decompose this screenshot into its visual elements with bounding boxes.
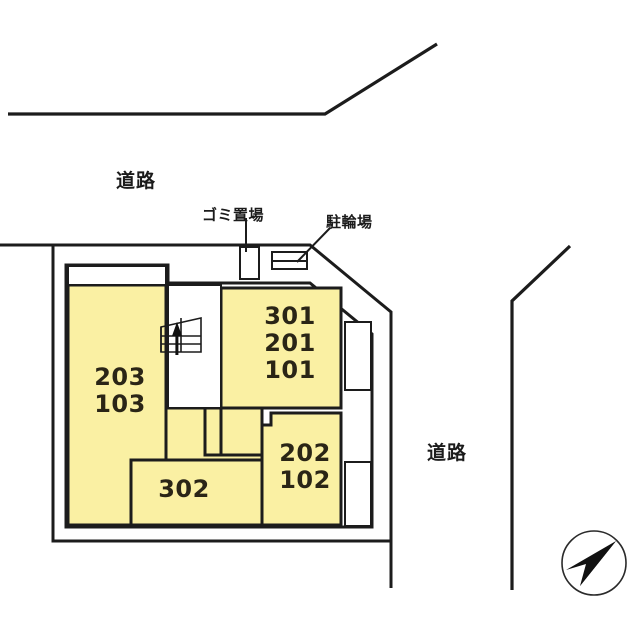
balcony-east-lower — [344, 461, 372, 527]
unit-label-301-201-101: 301 201 101 — [264, 302, 316, 384]
label-bicycle-parking: 駐輪場 — [326, 213, 373, 231]
unit-label-302: 302 — [158, 475, 210, 503]
site-boundary — [0, 243, 393, 588]
east-road-boundary-line — [510, 244, 572, 590]
bicycle-parking-shape — [271, 227, 331, 270]
north-arrow-compass — [561, 530, 627, 596]
balcony-east-upper — [344, 321, 372, 391]
balcony-north — [67, 265, 167, 286]
unit-label-203-103: 203 103 — [94, 363, 146, 418]
garbage-station-shape — [239, 218, 260, 280]
stair-direction-up-arrow-icon — [172, 322, 182, 355]
north-road-boundary-line — [8, 42, 438, 116]
label-road-north: 道路 — [116, 170, 157, 192]
label-garbage-station: ゴミ置場 — [202, 206, 265, 224]
label-road-east: 道路 — [427, 442, 468, 464]
unit-area-302 — [129, 406, 264, 527]
unit-label-202-102: 202 102 — [279, 439, 331, 494]
